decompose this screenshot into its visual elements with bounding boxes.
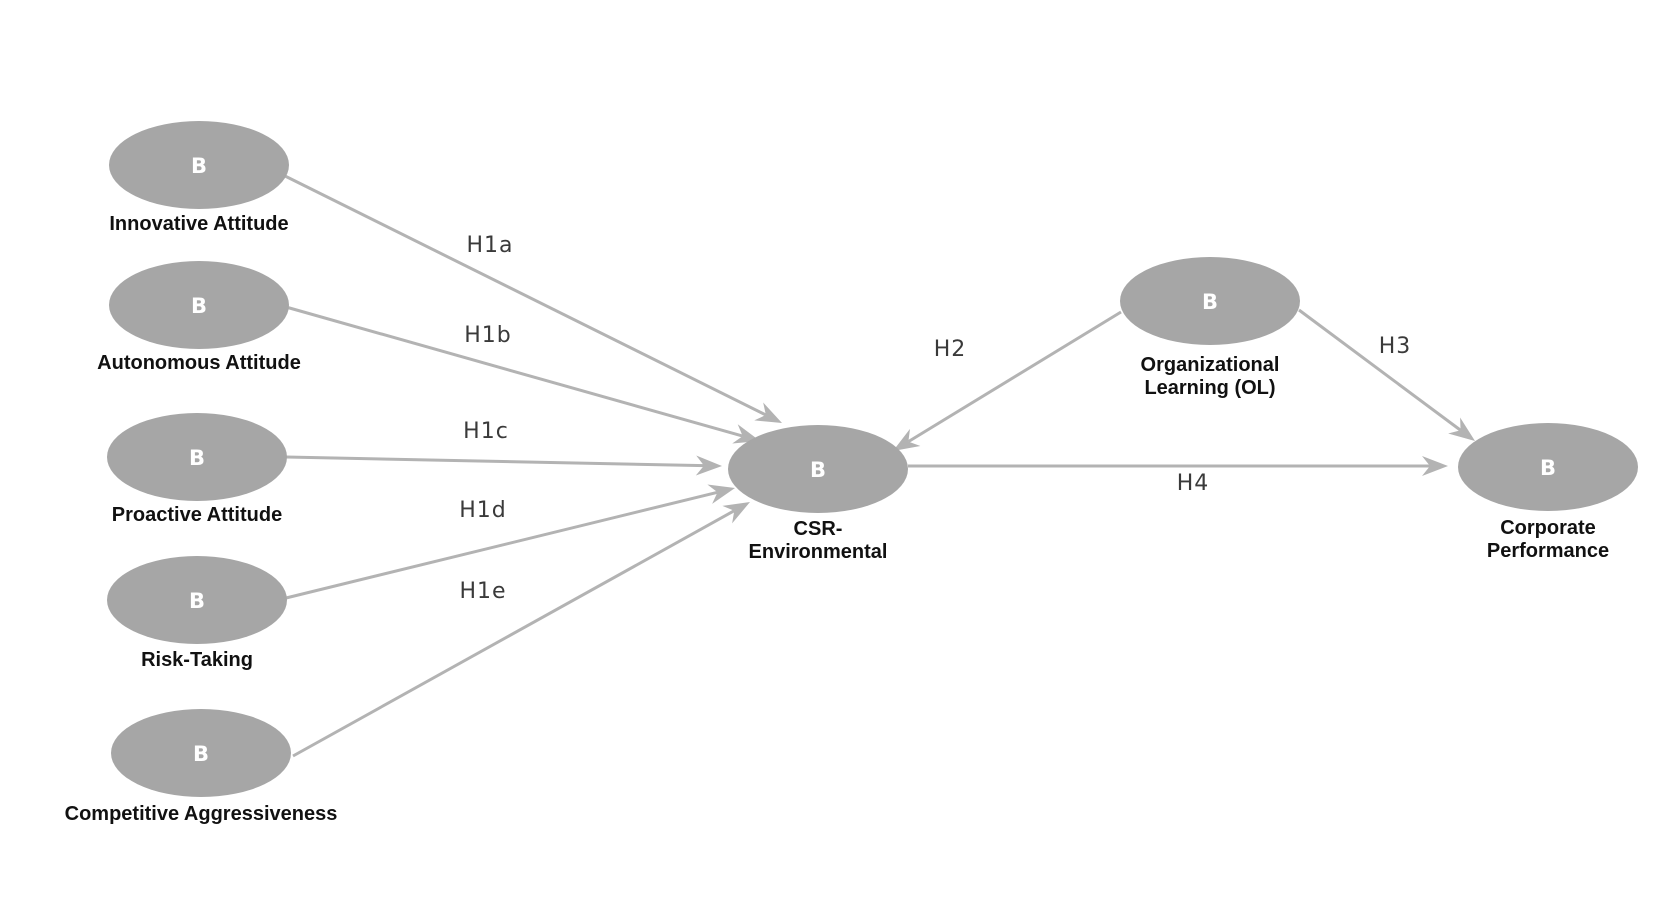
node-label-line: Risk-Taking	[141, 649, 253, 671]
arrowhead-icon	[722, 502, 750, 524]
edge-line-h1c	[285, 455, 705, 468]
node-ellipse	[1458, 423, 1638, 511]
node-letter: B	[193, 742, 209, 766]
edge-label-h1e: H1e	[459, 579, 506, 604]
arrowhead-icon	[707, 484, 735, 504]
edge-h1d: H1d	[285, 484, 735, 600]
edge-label-h4: H4	[1177, 471, 1210, 496]
node-letter: B	[191, 294, 207, 318]
node-innovative: B Innovative Attitude	[109, 121, 289, 235]
node-letter: B	[189, 589, 205, 613]
node-label-line: Proactive Attitude	[112, 504, 282, 526]
node-csr: B CSR-Environmental	[728, 425, 908, 563]
arrowhead-icon	[1422, 456, 1448, 476]
node-label-line: Innovative Attitude	[109, 213, 288, 235]
arrowhead-icon	[1448, 417, 1475, 441]
edge-label-h1c: H1c	[463, 419, 509, 444]
edge-label-h3: H3	[1379, 334, 1412, 359]
node-label-line: Environmental	[749, 541, 888, 563]
edge-line-h1a	[282, 173, 767, 417]
arrowhead-icon	[695, 455, 722, 476]
node-label-line: Performance	[1487, 540, 1609, 562]
edge-line-h3	[1298, 308, 1462, 432]
node-label-line: Learning (OL)	[1144, 377, 1275, 399]
node-letter: B	[1202, 290, 1218, 314]
edge-h1e: H1e	[292, 502, 750, 758]
node-competitive: B Competitive Aggressiveness	[65, 709, 338, 825]
edge-label-h2: H2	[934, 337, 967, 362]
node-label-line: Competitive Aggressiveness	[65, 803, 338, 825]
edge-line-h2	[907, 310, 1122, 443]
arrowhead-icon	[893, 428, 921, 451]
node-ellipse	[107, 556, 287, 644]
node-label-line: CSR-	[794, 518, 843, 540]
edge-h3: H3	[1298, 308, 1475, 441]
edge-line-h1e	[292, 509, 735, 758]
edge-line-h1d	[285, 490, 718, 600]
edge-line-h1b	[285, 305, 744, 438]
node-autonomous: B Autonomous Attitude	[97, 261, 301, 374]
node-ellipse	[109, 121, 289, 209]
node-proactive: B Proactive Attitude	[107, 413, 287, 526]
node-letter: B	[810, 458, 826, 482]
edge-h1c: H1c	[285, 419, 722, 476]
node-letter: B	[189, 446, 205, 470]
edge-h1b: H1b	[285, 305, 760, 444]
node-letter: B	[1540, 456, 1556, 480]
edge-h4: H4	[908, 456, 1448, 496]
node-risk: B Risk-Taking	[107, 556, 287, 671]
node-ellipse	[111, 709, 291, 797]
node-ellipse	[1120, 257, 1300, 345]
edge-label-h1a: H1a	[466, 233, 513, 258]
edge-label-h1d: H1d	[459, 498, 507, 523]
arrowhead-icon	[754, 402, 782, 423]
node-label-line: Organizational	[1141, 354, 1280, 376]
node-ellipse	[107, 413, 287, 501]
edge-label-h1b: H1b	[464, 323, 512, 348]
node-letter: B	[191, 154, 207, 178]
node-label-line: Corporate	[1500, 517, 1596, 539]
edge-h2: H2	[893, 310, 1122, 451]
node-ellipse	[728, 425, 908, 513]
node-label-line: Autonomous Attitude	[97, 352, 301, 374]
node-ellipse	[109, 261, 289, 349]
edge-h1a: H1a	[282, 173, 782, 423]
